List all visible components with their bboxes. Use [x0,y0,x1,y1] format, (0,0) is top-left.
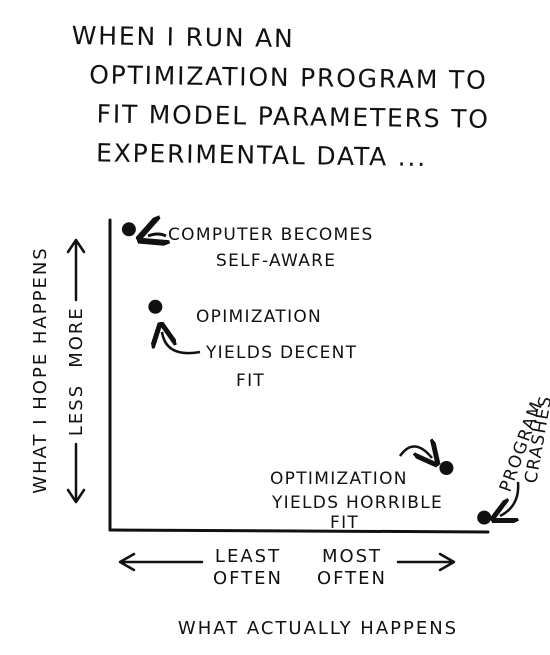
label-optimization-decent-fit: OPIMIZATION YIELDS DECENT FIT [162,307,357,391]
point-label-line: YIELDS HORRIBLE [271,493,443,513]
x-axis-title: WHAT ACTUALLY HAPPENS [178,618,458,639]
point-label-line: OPIMIZATION [196,307,322,327]
point-label-line: COMPUTER BECOMES [168,225,374,245]
x-direction-arrow-right [396,552,456,572]
y-direction-label-more: MORE [66,306,87,368]
point-label-line: FIT [330,513,359,533]
point-computer-self-aware [121,222,136,237]
point-label-line: YIELDS DECENT [205,343,357,363]
point-optimization-horrible-fit [439,461,454,475]
y-axis-title: WHAT I HOPE HAPPENS [30,246,51,493]
label-computer-self-aware: COMPUTER BECOMES SELF-AWARE [148,225,374,271]
point-optimization-decent-fit [148,299,163,314]
label-program-crashes: PROGRAM CRASHES [496,394,550,516]
point-label-line: SELF-AWARE [216,251,336,271]
label-optimization-horrible-fit: OPTIMIZATION YIELDS HORRIBLE FIT [270,446,443,533]
point-label-line: FIT [236,371,265,391]
x-axis-line [108,528,490,534]
point-label-line: OPTIMIZATION [270,469,408,489]
point-program-crashes [477,510,492,525]
x-direction-arrow-left [118,552,204,572]
y-direction-label-less: LESS [66,384,87,436]
y-direction-arrow-down [66,442,86,504]
y-direction-arrow-up [66,238,86,302]
